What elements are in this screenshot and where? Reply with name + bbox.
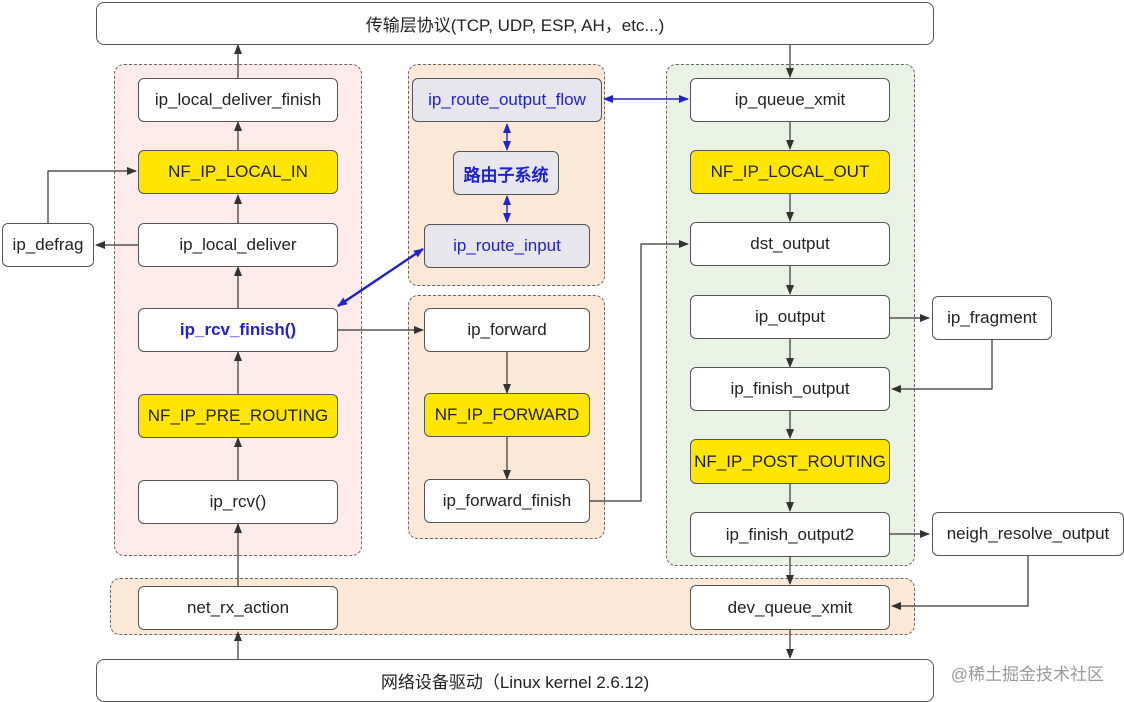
transport-layer-box: 传输层协议(TCP, UDP, ESP, AH，etc...) [96, 2, 934, 45]
dev-queue-xmit-node: dev_queue_xmit [690, 585, 890, 630]
ip-forward-node: ip_forward [424, 308, 590, 352]
nf-ip-local-in-hook: NF_IP_LOCAL_IN [138, 150, 338, 194]
device-driver-box: 网络设备驱动（Linux kernel 2.6.12) [96, 659, 934, 702]
ip-route-input-node: ip_route_input [424, 224, 590, 268]
ip-rcv-node: ip_rcv() [138, 480, 338, 524]
nf-ip-forward-hook: NF_IP_FORWARD [424, 393, 590, 437]
watermark: @稀土掘金技术社区 [950, 665, 1104, 684]
ip-local-deliver-finish-node: ip_local_deliver_finish [138, 78, 338, 122]
ip-queue-xmit-node: ip_queue_xmit [690, 78, 890, 122]
net-rx-action-node: net_rx_action [138, 586, 338, 630]
ip-route-output-flow-node: ip_route_output_flow [412, 78, 602, 122]
nf-ip-local-out-hook: NF_IP_LOCAL_OUT [690, 150, 890, 194]
neigh-resolve-output-node: neigh_resolve_output [932, 512, 1124, 556]
ip-rcv-finish-node: ip_rcv_finish() [138, 308, 338, 352]
routing-subsystem-node: 路由子系统 [453, 151, 559, 195]
ip-finish-output-node: ip_finish_output [690, 367, 890, 411]
nf-ip-pre-routing-hook: NF_IP_PRE_ROUTING [138, 394, 338, 438]
ip-fragment-node: ip_fragment [932, 296, 1052, 340]
ip-finish-output2-node: ip_finish_output2 [690, 512, 890, 557]
dst-output-node: dst_output [690, 222, 890, 266]
ip-local-deliver-node: ip_local_deliver [138, 223, 338, 267]
ip-forward-finish-node: ip_forward_finish [424, 479, 590, 523]
ip-defrag-node: ip_defrag [2, 223, 94, 267]
ip-output-node: ip_output [690, 295, 890, 339]
nf-ip-post-routing-hook: NF_IP_POST_ROUTING [690, 439, 890, 484]
